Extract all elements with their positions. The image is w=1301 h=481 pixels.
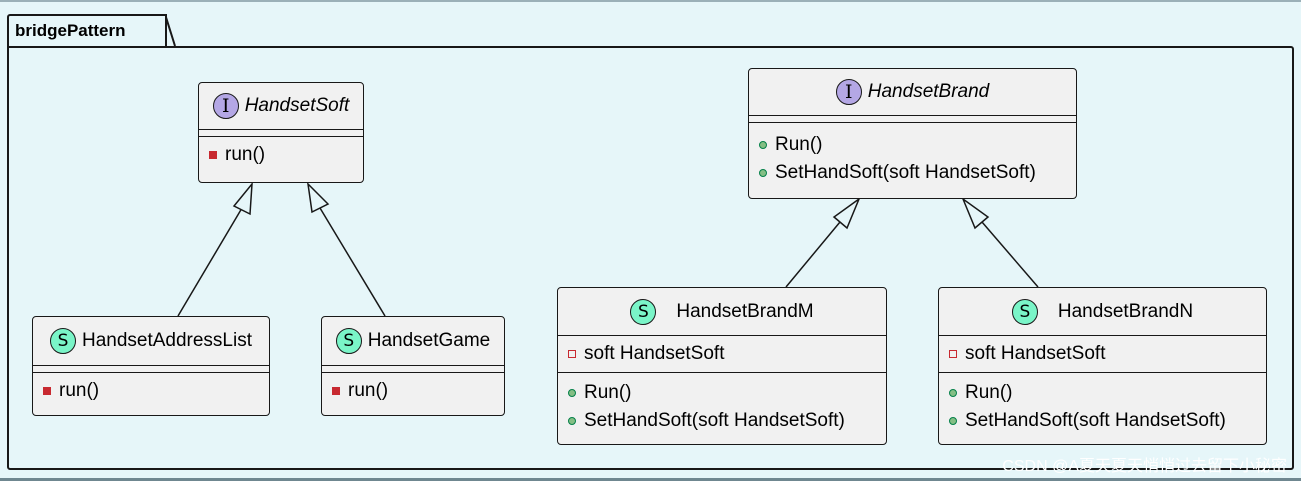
- method-row: Run(): [759, 131, 1076, 159]
- method-row: SetHandSoft(soft HandsetSoft): [949, 407, 1266, 435]
- private-field-icon: [568, 350, 576, 358]
- fields-compartment: [749, 116, 1076, 123]
- class-name: HandsetGame: [367, 330, 491, 351]
- method-row: run(): [43, 377, 269, 405]
- relation-addresslist-to-handsetsoft: [177, 181, 253, 317]
- class-header: I HandsetBrand: [749, 69, 1076, 116]
- class-name: HandsetAddressList: [81, 330, 253, 351]
- package-frame: [7, 46, 1294, 470]
- fields-compartment: [33, 366, 269, 373]
- public-method-icon: [568, 389, 576, 397]
- struct-handsetaddresslist[interactable]: S HandsetAddressList run(): [32, 316, 270, 416]
- class-header: S HandsetBrandN: [939, 288, 1266, 336]
- method-row: SetHandSoft(soft HandsetSoft): [759, 159, 1076, 187]
- struct-icon: S: [630, 298, 657, 325]
- window-bottom-border: [0, 478, 1301, 481]
- interface-handsetbrand[interactable]: I HandsetBrand Run() SetHandSoft(soft Ha…: [748, 68, 1077, 199]
- interface-icon: I: [835, 79, 862, 105]
- struct-handsetbrandn[interactable]: S HandsetBrandN soft HandsetSoft Run() S…: [938, 287, 1267, 445]
- interface-handsetsoft[interactable]: I HandsetSoft run(): [198, 82, 364, 183]
- methods-compartment: run(): [322, 373, 504, 409]
- window-top-border: [0, 0, 1301, 2]
- fields-compartment: soft HandsetSoft: [558, 336, 886, 373]
- interface-icon: I: [212, 93, 239, 119]
- field-signature: soft HandsetSoft: [584, 343, 725, 364]
- public-method-icon: [949, 417, 957, 425]
- class-header: S HandsetAddressList: [33, 317, 269, 366]
- package-name: bridgePattern: [15, 21, 126, 40]
- method-signature: SetHandSoft(soft HandsetSoft): [584, 410, 845, 431]
- public-method-icon: [759, 141, 767, 149]
- private-method-icon: [43, 387, 51, 395]
- watermark-text: CSDN @A夏天夏天悄悄过去留下小秘密: [1002, 458, 1287, 475]
- method-row: run(): [332, 377, 504, 405]
- methods-compartment: Run() SetHandSoft(soft HandsetSoft): [749, 123, 1076, 191]
- method-row: Run(): [949, 379, 1266, 407]
- private-field-icon: [949, 350, 957, 358]
- fields-compartment: soft HandsetSoft: [939, 336, 1266, 373]
- fields-compartment: [199, 130, 363, 137]
- methods-compartment: Run() SetHandSoft(soft HandsetSoft): [939, 373, 1266, 439]
- field-signature: soft HandsetSoft: [965, 343, 1106, 364]
- public-method-icon: [568, 417, 576, 425]
- fields-compartment: [322, 366, 504, 373]
- relation-brandm-to-handsetbrand: [785, 196, 861, 288]
- relation-game-to-handsetsoft: [306, 181, 386, 317]
- struct-icon: S: [49, 328, 76, 354]
- method-signature: Run(): [775, 134, 823, 155]
- class-header: I HandsetSoft: [199, 83, 363, 130]
- class-name: HandsetBrand: [867, 81, 990, 102]
- struct-handsetgame[interactable]: S HandsetGame run(): [321, 316, 505, 416]
- package-tab-corner: [165, 14, 176, 47]
- relation-brandn-to-handsetbrand: [961, 196, 1039, 288]
- field-row: soft HandsetSoft: [949, 340, 1266, 368]
- methods-compartment: run(): [199, 137, 363, 173]
- class-name: HandsetBrandN: [1057, 300, 1194, 322]
- class-name: HandsetSoft: [244, 95, 350, 116]
- private-method-icon: [332, 387, 340, 395]
- field-row: soft HandsetSoft: [568, 340, 886, 368]
- public-method-icon: [949, 389, 957, 397]
- method-row: Run(): [568, 379, 886, 407]
- struct-icon: S: [1011, 298, 1038, 325]
- struct-icon: S: [335, 328, 362, 354]
- method-signature: Run(): [584, 382, 632, 403]
- class-header: S HandsetGame: [322, 317, 504, 366]
- class-name: HandsetBrandM: [676, 300, 814, 322]
- method-signature: SetHandSoft(soft HandsetSoft): [965, 410, 1226, 431]
- method-signature: run(): [59, 380, 100, 401]
- public-method-icon: [759, 169, 767, 177]
- method-signature: SetHandSoft(soft HandsetSoft): [775, 162, 1036, 183]
- struct-handsetbrandm[interactable]: S HandsetBrandM soft HandsetSoft Run() S…: [557, 287, 887, 445]
- method-row: run(): [209, 141, 363, 169]
- methods-compartment: Run() SetHandSoft(soft HandsetSoft): [558, 373, 886, 439]
- private-method-icon: [209, 151, 217, 159]
- method-signature: Run(): [965, 382, 1013, 403]
- methods-compartment: run(): [33, 373, 269, 409]
- method-signature: run(): [348, 380, 389, 401]
- package-tab: bridgePattern: [7, 14, 167, 46]
- class-header: S HandsetBrandM: [558, 288, 886, 336]
- method-row: SetHandSoft(soft HandsetSoft): [568, 407, 886, 435]
- method-signature: run(): [225, 144, 266, 165]
